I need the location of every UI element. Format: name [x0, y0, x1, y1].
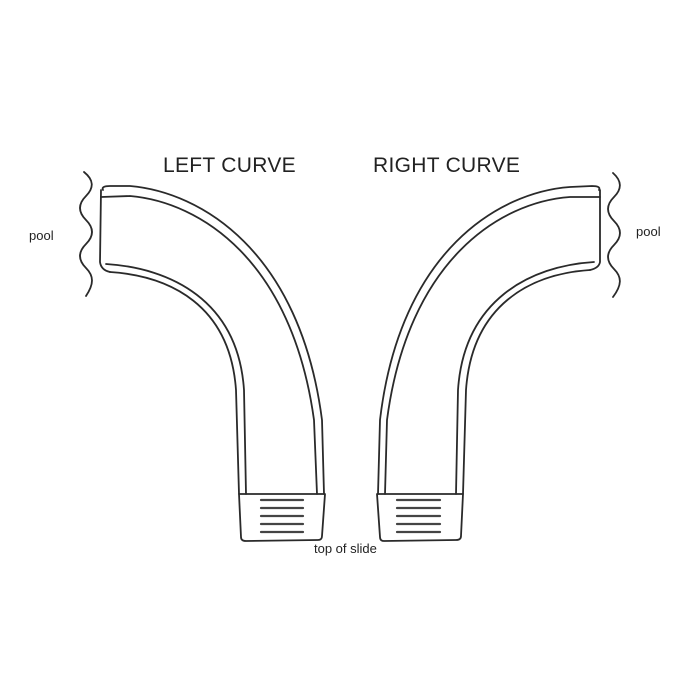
left-pool-wave-icon: [79, 171, 93, 297]
left-pool-label: pool: [29, 228, 54, 243]
top-of-slide-label: top of slide: [314, 541, 377, 556]
left-top-of-slide-box: [238, 493, 326, 542]
left-curve-shape: [99, 185, 326, 542]
right-top-of-slide-box: [376, 493, 464, 542]
left-curve-title: LEFT CURVE: [163, 154, 296, 177]
right-pool-label: pool: [636, 224, 661, 239]
right-curve-shape: [376, 185, 601, 542]
right-pool-wave-icon: [607, 172, 621, 298]
right-curve-title: RIGHT CURVE: [373, 154, 521, 177]
